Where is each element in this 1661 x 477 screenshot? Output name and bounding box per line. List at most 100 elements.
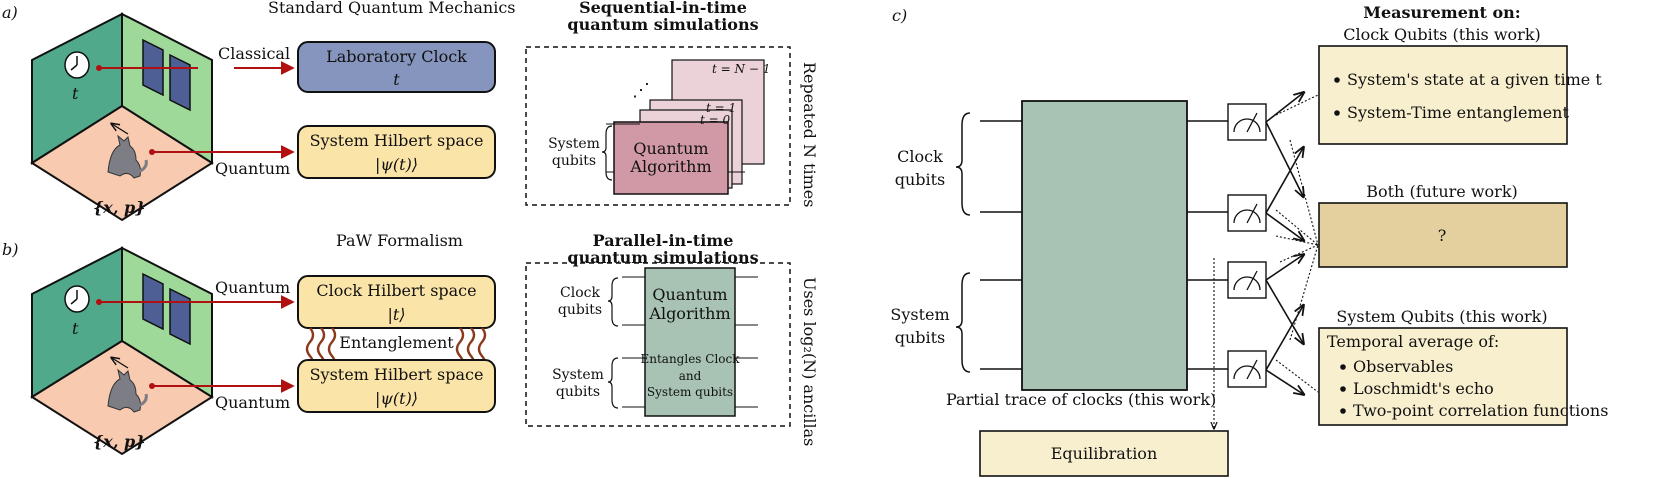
- panel-c-tag: c): [892, 6, 907, 25]
- system-intro: Temporal average of:: [1327, 332, 1499, 351]
- clock-result-1: System's state at a given time t: [1347, 70, 1602, 89]
- meter-icon: [1227, 261, 1267, 299]
- system-space-title-b: System Hilbert space: [310, 365, 484, 384]
- clock-space-title: Clock Hilbert space: [316, 281, 476, 300]
- clock-icon: [64, 285, 90, 313]
- parallel-system-qubits-line1: System: [552, 367, 604, 383]
- parallel-side-label: Uses log₂(N) ancillas: [800, 277, 819, 446]
- sequential-algorithm-box: [613, 121, 729, 195]
- system-results-box: Temporal average of: Observables Loschmi…: [1318, 327, 1608, 426]
- parallel-algorithm-box: [644, 267, 736, 417]
- phase-space-variable: {x, p}: [93, 198, 145, 217]
- brace-clock-qubits: [955, 112, 971, 216]
- layer-label-t0: t = 0: [700, 113, 731, 127]
- meter-icon: [1227, 350, 1267, 388]
- system-result-2: Loschmidt's echo: [1353, 379, 1494, 398]
- arrow-clock-b: [96, 295, 295, 309]
- sequential-title-line1: Sequential-in-time: [579, 0, 747, 17]
- crossing-arrows: [1265, 93, 1303, 394]
- c-system-qubits-line2: qubits: [895, 328, 946, 347]
- arrow-label-quantum-top: Quantum: [215, 278, 290, 297]
- sequential-title-line2: quantum simulations: [567, 15, 758, 34]
- motion-arrow: [112, 358, 129, 369]
- parallel-circuit: Quantum Algorithm Entangles Clock and Sy…: [622, 267, 758, 417]
- cat-icon: [107, 368, 148, 413]
- clock-space-ket: |t⟩: [387, 305, 405, 324]
- system-hilbert-space-box-a: System Hilbert space |ψ(t)⟩: [297, 125, 496, 179]
- clock-hilbert-space-box: Clock Hilbert space |t⟩: [297, 275, 496, 329]
- parallel-algo-line1: Quantum: [652, 285, 727, 304]
- parallel-algo-sub3: System qubits: [647, 385, 733, 399]
- arrow-system-b: [149, 379, 295, 393]
- brace-sequential: [601, 125, 613, 181]
- arrow-label-quantum-bottom: Quantum: [215, 393, 290, 412]
- panel-b-heading: PaW Formalism: [336, 231, 463, 250]
- sequential-algo-line1: Quantum: [633, 139, 708, 158]
- system-space-ket-a: |ψ(t)⟩: [375, 155, 418, 174]
- parallel-clock-qubits-line1: Clock: [560, 285, 600, 301]
- brace-system-qubits: [955, 272, 971, 373]
- parallel-system-qubits-line2: qubits: [556, 384, 600, 400]
- stack-dots: ⋰: [632, 80, 650, 101]
- sequential-algo-line2: Algorithm: [629, 157, 711, 176]
- parallel-algo-sub1: Entangles Clock: [640, 352, 740, 366]
- laboratory-clock-box: Laboratory Clock t: [297, 41, 496, 93]
- clock-icon: [64, 51, 90, 79]
- sequential-stack: t = N − 1 t = 1 t = 0 ⋰ Quantum Algorith…: [606, 59, 770, 195]
- both-heading: Both (future work): [1366, 182, 1518, 201]
- clock-result-2: System-Time entanglement: [1347, 103, 1569, 122]
- unitary-block: [1021, 100, 1188, 391]
- room-a: t {x, p}: [30, 12, 214, 222]
- layer-label-tn: t = N − 1: [712, 62, 770, 76]
- arrow-clock-a: [96, 61, 295, 75]
- parallel-algo-line2: Algorithm: [648, 304, 730, 323]
- brace-parallel-system: [607, 357, 619, 409]
- entanglement-label: Entanglement: [339, 333, 454, 352]
- c-clock-qubits-line2: qubits: [895, 170, 946, 189]
- panel-a-heading: Standard Quantum Mechanics: [268, 0, 516, 17]
- measurement-on-heading: Measurement on:: [1363, 3, 1520, 22]
- panel-a-tag: a): [2, 3, 18, 22]
- sequential-system-qubits-line2: qubits: [552, 153, 596, 169]
- window-icon: [169, 53, 191, 112]
- measurement-meters: [1227, 103, 1267, 388]
- system-result-1: Observables: [1353, 357, 1453, 376]
- equilibration-box: Equilibration: [979, 430, 1229, 477]
- dotted-connectors: [1275, 94, 1319, 393]
- arrow-label-quantum: Quantum: [215, 159, 290, 178]
- both-results-box: ?: [1318, 202, 1568, 268]
- parallel-clock-qubits-line2: qubits: [558, 302, 602, 318]
- sequential-frame: [525, 46, 791, 206]
- sequential-side-label: Repeated N times: [800, 62, 819, 207]
- layer-label-t1: t = 1: [706, 101, 736, 115]
- parallel-title-line2: quantum simulations: [567, 248, 758, 267]
- room-b: t {x, p}: [30, 246, 214, 456]
- clock-results-box: System's state at a given time t System-…: [1318, 45, 1602, 145]
- meter-icon: [1227, 103, 1267, 141]
- lab-clock-title: Laboratory Clock: [326, 47, 467, 66]
- system-hilbert-space-box-b: System Hilbert space |ψ(t)⟩: [297, 359, 496, 413]
- panel-b-tag: b): [2, 240, 18, 259]
- cat-icon: [107, 134, 148, 179]
- c-clock-qubits-line1: Clock: [897, 147, 943, 166]
- system-result-3: Two-point correlation functions: [1353, 401, 1608, 420]
- clock-variable-b: t: [72, 319, 79, 338]
- system-space-ket-b: |ψ(t)⟩: [375, 389, 418, 408]
- system-space-title-a: System Hilbert space: [310, 131, 484, 150]
- phase-space-variable-b: {x, p}: [93, 432, 145, 451]
- parallel-frame: [525, 262, 791, 427]
- partial-trace-label: Partial trace of clocks (this work): [946, 390, 1216, 409]
- brace-parallel-clock: [607, 277, 619, 327]
- meter-icon: [1227, 194, 1267, 232]
- equilibration-label: Equilibration: [1051, 444, 1158, 463]
- clock-variable: t: [72, 84, 79, 103]
- arrow-system-a: [149, 145, 295, 159]
- system-qubits-heading: System Qubits (this work): [1336, 307, 1547, 326]
- c-system-qubits-line1: System: [890, 305, 949, 324]
- arrow-label-classical: Classical: [218, 44, 290, 63]
- motion-arrow: [112, 124, 129, 135]
- clock-qubits-heading: Clock Qubits (this work): [1343, 25, 1541, 44]
- lab-clock-variable: t: [393, 70, 400, 89]
